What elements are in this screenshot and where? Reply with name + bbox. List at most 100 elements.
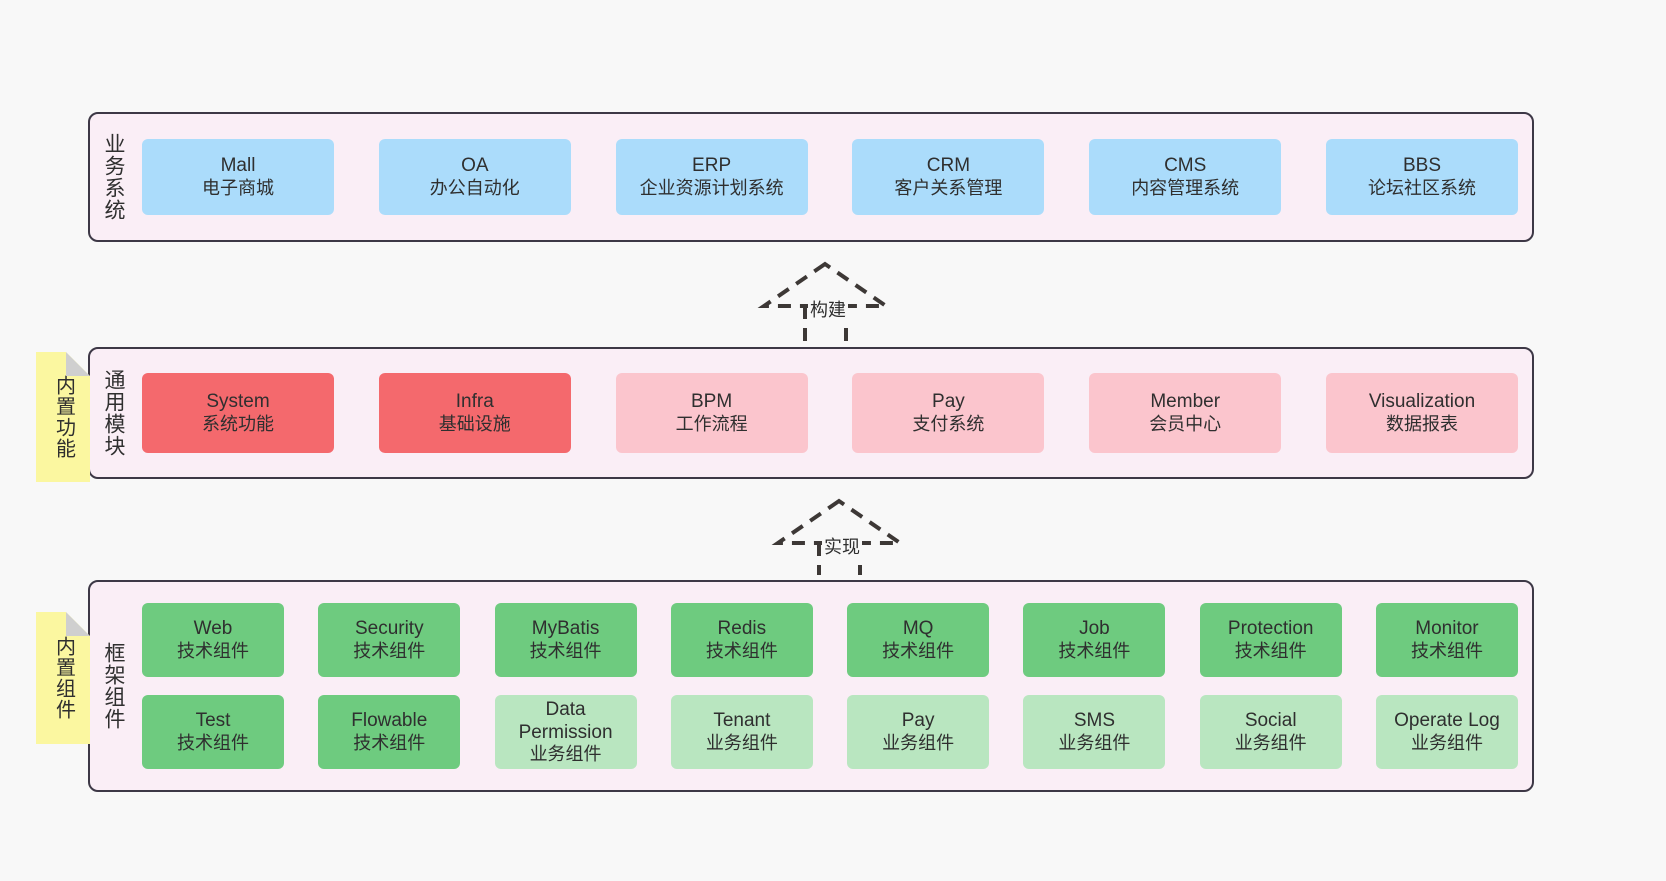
- card-title: Operate Log: [1394, 710, 1500, 732]
- note-fold-corner-icon: [66, 352, 90, 376]
- connector-build-label: 构建: [808, 296, 848, 322]
- card-subtitle: 业务组件: [705, 732, 778, 753]
- card-title: Job: [1079, 618, 1110, 640]
- note-fold-corner-icon: [66, 612, 90, 636]
- card-subtitle: 技术组件: [1410, 640, 1483, 661]
- card-subtitle: 数据报表: [1385, 413, 1458, 434]
- card-subtitle: 技术组件: [1058, 640, 1131, 661]
- card-subtitle: 基础设施: [438, 413, 511, 434]
- card-title: Protection: [1227, 618, 1314, 640]
- note-builtin-features: 内置功能: [36, 352, 90, 482]
- card-subtitle: 会员中心: [1149, 413, 1222, 434]
- card-title: MQ: [902, 618, 934, 640]
- card-subtitle: 技术组件: [882, 640, 955, 661]
- card-subtitle: 业务组件: [882, 732, 955, 753]
- card-title: Web: [193, 618, 233, 640]
- card-title: Member: [1150, 391, 1221, 413]
- card-subtitle: 内容管理系统: [1131, 177, 1240, 198]
- connector-implement: 实现: [771, 498, 914, 577]
- card-title: Mall: [220, 155, 256, 177]
- card-title: ERP: [692, 155, 732, 177]
- card-title: Redis: [717, 618, 767, 640]
- card-title: OA: [461, 155, 489, 177]
- card-title: Security: [354, 618, 424, 640]
- card-title: SMS: [1073, 710, 1115, 732]
- layer-framework-components-title: 框架组件: [101, 642, 125, 730]
- card-subtitle: 技术组件: [529, 640, 602, 661]
- card-subtitle: 技术组件: [353, 640, 426, 661]
- card-title: Monitor: [1415, 618, 1479, 640]
- card-title: CMS: [1164, 155, 1207, 177]
- note-builtin-components: 内置组件: [36, 612, 90, 744]
- card-title: Flowable: [351, 710, 428, 732]
- card-subtitle: 电子商城: [202, 177, 274, 198]
- card-title: Social: [1244, 710, 1297, 732]
- card-subtitle: 技术组件: [177, 732, 249, 753]
- card-title: Pay: [901, 710, 935, 732]
- card-subtitle: 办公自动化: [429, 177, 520, 198]
- card-subtitle: 业务组件: [529, 744, 602, 765]
- card-title: System: [206, 391, 270, 413]
- card-subtitle: 工作流程: [675, 413, 748, 434]
- card-subtitle: 系统功能: [202, 413, 274, 434]
- card-title: BPM: [691, 391, 733, 413]
- card-subtitle: 论坛社区系统: [1367, 177, 1476, 198]
- card-subtitle: 客户关系管理: [894, 177, 1003, 198]
- note-builtin-features-label: 内置功能: [52, 375, 75, 459]
- card-subtitle: 企业资源计划系统: [639, 177, 784, 198]
- card-title: Data Permission: [518, 698, 613, 744]
- card-title: Pay: [932, 391, 965, 413]
- card-title: Infra: [455, 391, 494, 413]
- note-builtin-components-label: 内置组件: [52, 636, 75, 720]
- card-subtitle: 业务组件: [1058, 732, 1131, 753]
- layer-common-modules-title: 通用模块: [101, 369, 125, 457]
- card-title: BBS: [1402, 155, 1441, 177]
- card-title: Test: [195, 710, 231, 732]
- card-subtitle: 技术组件: [1234, 640, 1307, 661]
- card-title: MyBatis: [531, 618, 600, 640]
- connector-implement-label: 实现: [822, 533, 862, 559]
- card-subtitle: 业务组件: [1410, 732, 1483, 753]
- card-subtitle: 业务组件: [1234, 732, 1307, 753]
- card-title: Tenant: [713, 710, 771, 732]
- card-subtitle: 技术组件: [353, 732, 426, 753]
- layer-business-systems-title: 业务系统: [101, 133, 125, 221]
